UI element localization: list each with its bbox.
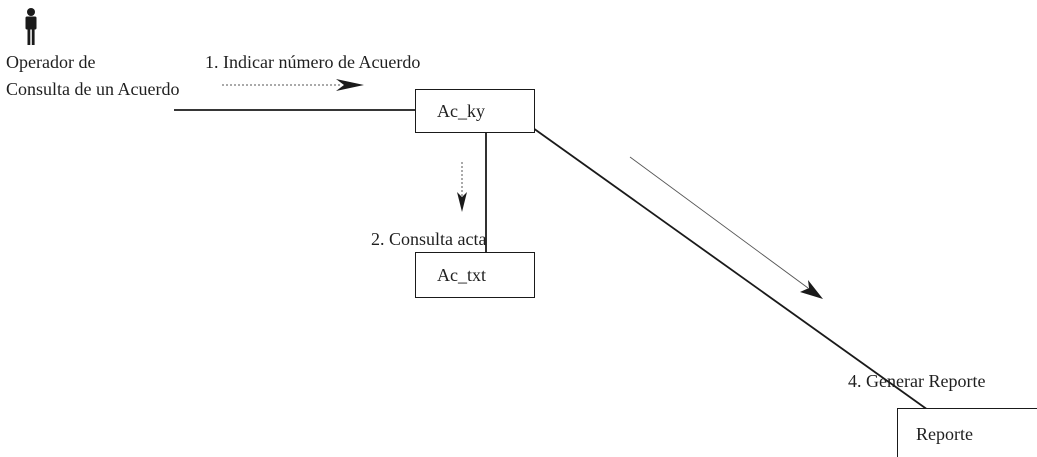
link-ac-ky-reporte: [532, 127, 943, 421]
message-1-arrowhead: [336, 79, 364, 91]
message-1-label: 1. Indicar número de Acuerdo: [205, 52, 421, 72]
message-4-arrowhead: [800, 280, 823, 299]
message-2-label: 2. Consulta acta: [371, 229, 487, 249]
object-ac-ky[interactable]: Ac_ky: [415, 89, 535, 133]
message-2-arrowhead: [457, 192, 467, 212]
object-ac-txt[interactable]: Ac_txt: [415, 252, 535, 298]
actor-name-line2: Consulta de un Acuerdo: [6, 79, 180, 99]
object-reporte[interactable]: Reporte: [897, 408, 1037, 457]
message-4-label: 4. Generar Reporte: [848, 371, 986, 391]
object-ac-ky-label: Ac_ky: [437, 101, 485, 121]
person-icon: [25, 8, 37, 45]
object-reporte-label: Reporte: [916, 424, 973, 444]
actor-name-line1: Operador de: [6, 52, 96, 72]
message-4-arrow: [629, 156, 809, 289]
object-ac-txt-label: Ac_txt: [437, 265, 486, 285]
